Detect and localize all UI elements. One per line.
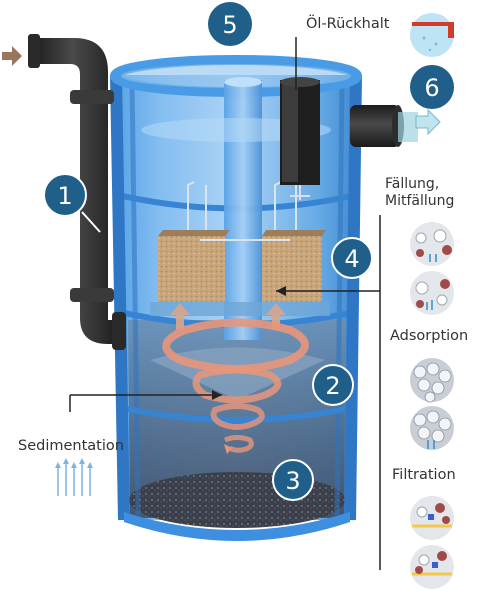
- precipitation-icon: [410, 222, 454, 266]
- filtration-icon: [410, 496, 454, 540]
- filter-cartridges: [150, 181, 330, 316]
- badge-2: 2: [312, 364, 354, 406]
- inlet-pipe: [28, 34, 126, 350]
- oil-retention-unit: [280, 77, 320, 200]
- svg-text:2: 2: [325, 372, 340, 400]
- filtration-label: Filtration: [392, 467, 456, 483]
- svg-text:1: 1: [57, 182, 72, 210]
- svg-text:6: 6: [424, 74, 439, 102]
- sedimentation-icon: [55, 458, 93, 496]
- precipitation-label-line1: Fällung,: [385, 176, 440, 192]
- badge-4: 4: [331, 237, 373, 279]
- adsorption-label: Adsorption: [390, 328, 469, 344]
- precipitation-label-line2: Mitfällung: [385, 193, 455, 209]
- badge-1: 1: [43, 173, 87, 217]
- badge-3: 3: [272, 459, 314, 501]
- badge-5: 5: [208, 2, 252, 46]
- oil-retention-label: Öl-Rückhalt: [306, 16, 390, 32]
- precipitation-icon: [410, 271, 454, 315]
- badge-6: 6: [410, 65, 454, 109]
- oil-retention-icon: [410, 13, 454, 57]
- outlet-pipe: [350, 105, 418, 147]
- inlet-arrow-icon: [2, 46, 22, 66]
- outlet-arrow-icon: [415, 108, 441, 136]
- sedimentation-label: Sedimentation: [18, 438, 124, 454]
- filtration-icon: [410, 545, 454, 589]
- svg-text:5: 5: [222, 11, 237, 39]
- adsorption-icon: [410, 406, 454, 450]
- adsorption-icon: [410, 358, 454, 403]
- leader-lines: [69, 37, 381, 570]
- svg-text:4: 4: [344, 245, 359, 273]
- upflow-arrows: [170, 303, 286, 330]
- svg-text:3: 3: [285, 467, 300, 495]
- precipitation-label: Fällung, Mitfällung: [385, 176, 454, 210]
- vortex-spiral: [150, 318, 325, 454]
